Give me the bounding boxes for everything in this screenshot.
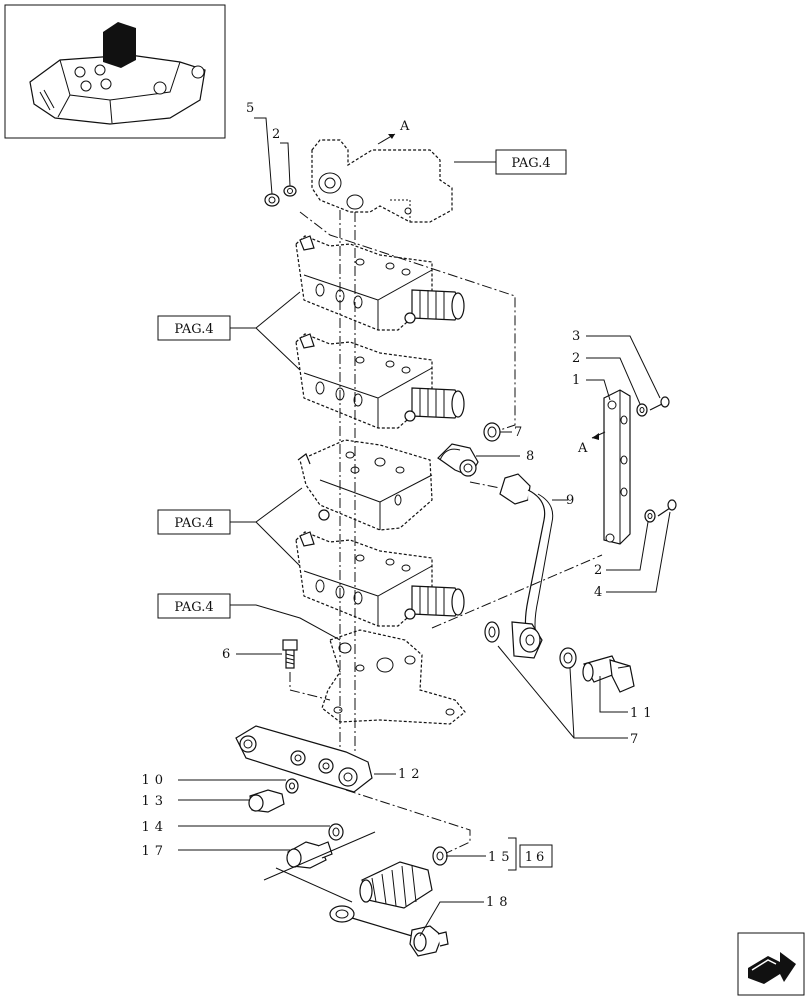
locator-thumbnail[interactable] bbox=[4, 4, 226, 139]
next-page-arrow-icon[interactable] bbox=[737, 932, 805, 996]
page-ref-top-text: PAG.4 bbox=[511, 156, 550, 171]
washer-10[interactable] bbox=[285, 778, 299, 794]
callout-13[interactable]: 13 bbox=[141, 794, 168, 809]
callout-2-top[interactable]: 2 bbox=[272, 127, 280, 142]
callout-11[interactable]: 11 bbox=[630, 706, 657, 721]
callout-2-bracket-upper[interactable]: 2 bbox=[572, 351, 580, 366]
view-marker-a-top: A bbox=[399, 119, 410, 134]
callout-17[interactable]: 17 bbox=[141, 844, 168, 859]
quick-coupler-16[interactable] bbox=[359, 861, 433, 909]
seal-ring-2-top[interactable] bbox=[283, 185, 297, 197]
callout-5[interactable]: 5 bbox=[246, 101, 254, 116]
callout-10[interactable]: 10 bbox=[141, 773, 168, 788]
callout-16-box[interactable]: 16 bbox=[519, 844, 553, 868]
callout-12[interactable]: 12 bbox=[398, 767, 425, 782]
callout-4[interactable]: 4 bbox=[594, 585, 602, 600]
page-ref-b[interactable]: PAG.4 bbox=[157, 509, 231, 535]
seal-7-right[interactable] bbox=[559, 647, 577, 669]
plug-13[interactable] bbox=[248, 789, 285, 813]
seal-ring-5[interactable] bbox=[264, 193, 280, 207]
pipe-9[interactable] bbox=[499, 473, 554, 659]
fitting-8[interactable] bbox=[437, 443, 479, 477]
top-cover-part[interactable] bbox=[311, 139, 453, 223]
intermediate-plate[interactable] bbox=[297, 439, 433, 531]
washer-14[interactable] bbox=[328, 823, 344, 841]
banjo-bolt-11[interactable] bbox=[582, 655, 635, 693]
tractor-housing-thumbnail bbox=[29, 54, 206, 125]
cut-line-upper bbox=[263, 831, 376, 881]
valve-section-1[interactable] bbox=[295, 235, 465, 331]
manifold-bar-12[interactable] bbox=[235, 725, 373, 793]
screw-4[interactable] bbox=[657, 499, 677, 517]
callout-9[interactable]: 9 bbox=[566, 493, 574, 508]
callout-3[interactable]: 3 bbox=[572, 329, 580, 344]
seal-7-upper[interactable] bbox=[483, 422, 501, 442]
page-ref-top[interactable]: PAG.4 bbox=[495, 149, 567, 175]
highlighted-block bbox=[103, 22, 136, 68]
seal-7-left[interactable] bbox=[484, 621, 500, 643]
callout-8[interactable]: 8 bbox=[526, 449, 534, 464]
end-plate[interactable] bbox=[321, 629, 466, 725]
leader-lines bbox=[178, 117, 671, 937]
callout-16: 16 bbox=[525, 850, 548, 865]
page-ref-c[interactable]: PAG.4 bbox=[157, 593, 231, 619]
callout-1[interactable]: 1 bbox=[572, 373, 580, 388]
washer-2-lower[interactable] bbox=[644, 509, 656, 523]
view-marker-a-bracket: A bbox=[577, 441, 588, 456]
page-ref-a-text: PAG.4 bbox=[174, 322, 213, 337]
cut-line-lower bbox=[275, 867, 353, 903]
page-ref-c-text: PAG.4 bbox=[174, 600, 213, 615]
callout-14[interactable]: 14 bbox=[141, 820, 168, 835]
page-ref-a[interactable]: PAG.4 bbox=[157, 315, 231, 341]
page-ref-b-text: PAG.4 bbox=[174, 516, 213, 531]
callout-7-upper[interactable]: 7 bbox=[514, 425, 522, 440]
washer-2-upper[interactable] bbox=[636, 403, 648, 417]
callout-18[interactable]: 18 bbox=[486, 895, 513, 910]
adapter-17[interactable] bbox=[286, 841, 333, 869]
dust-cap-18[interactable] bbox=[329, 905, 449, 957]
callout-6[interactable]: 6 bbox=[222, 647, 230, 662]
bracket-1[interactable] bbox=[603, 389, 631, 545]
assembly-lines bbox=[299, 210, 603, 857]
seal-15[interactable] bbox=[432, 846, 448, 866]
valve-section-2[interactable] bbox=[295, 333, 465, 429]
screw-3[interactable] bbox=[649, 396, 670, 411]
callout-15[interactable]: 15 bbox=[488, 850, 515, 865]
screw-6[interactable] bbox=[282, 639, 298, 669]
valve-section-3[interactable] bbox=[295, 531, 465, 627]
callout-2-bracket-lower[interactable]: 2 bbox=[594, 563, 602, 578]
callout-7-lower[interactable]: 7 bbox=[630, 732, 638, 747]
